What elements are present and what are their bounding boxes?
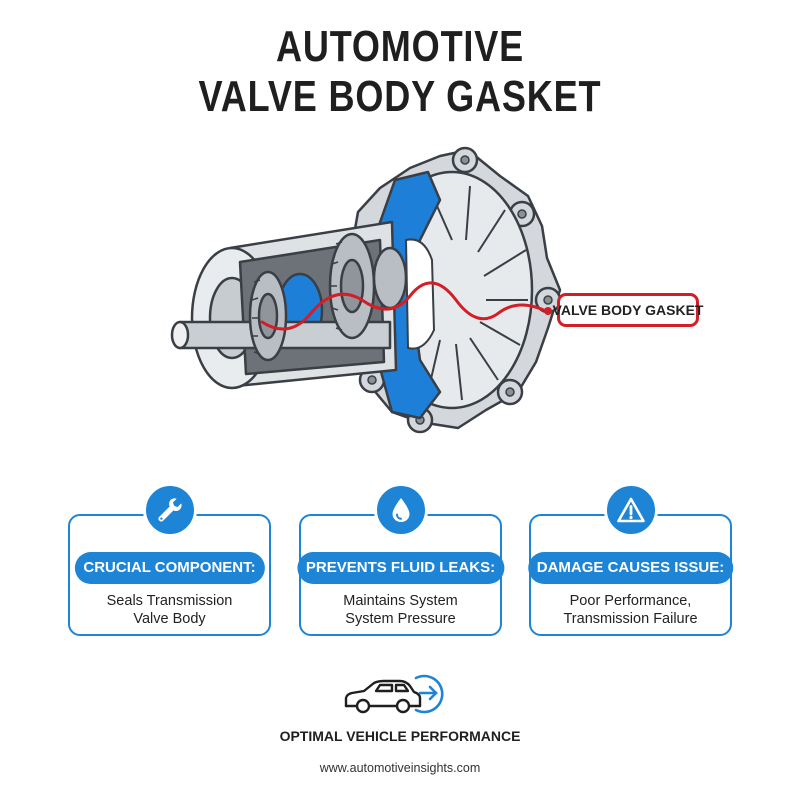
gear-teeth — [251, 241, 343, 355]
wrench-icon — [142, 483, 197, 537]
info-card-damage-causes-issue: DAMAGE CAUSES ISSUE: Poor Performance, T… — [527, 483, 734, 636]
callout-leader-line — [260, 281, 550, 331]
gear — [248, 270, 288, 362]
info-card-prevents-fluid-leaks: PREVENTS FLUID LEAKS: Maintains System S… — [296, 483, 505, 636]
car-arrow-icon — [344, 674, 444, 714]
card-description: Seals Transmission Valve Body — [106, 593, 233, 627]
warning-triangle-icon — [603, 483, 658, 537]
transmission-illustration — [170, 146, 562, 434]
water-drop-icon — [373, 483, 428, 537]
card-heading: DAMAGE CAUSES ISSUE: — [527, 552, 734, 584]
footer-label: OPTIMAL VEHICLE PERFORMANCE — [279, 728, 521, 744]
website-link[interactable]: www.automotiveinsights.com — [319, 761, 481, 775]
gasket-callout-label: VALVE BODY GASKET — [553, 293, 703, 327]
title-line-1: AUTOMOTIVE — [275, 22, 525, 71]
info-card-crucial-component: CRUCIAL COMPONENT: Seals Transmission Va… — [68, 483, 271, 636]
gear — [372, 246, 408, 310]
card-description: Maintains System System Pressure — [343, 593, 458, 627]
card-description: Poor Performance, Transmission Failure — [563, 593, 698, 627]
title-line-2: VALVE BODY GASKET — [198, 72, 602, 121]
card-heading: CRUCIAL COMPONENT: — [74, 552, 265, 584]
card-heading: PREVENTS FLUID LEAKS: — [296, 552, 505, 584]
page-title: AUTOMOTIVE VALVE BODY GASKET — [72, 22, 728, 122]
